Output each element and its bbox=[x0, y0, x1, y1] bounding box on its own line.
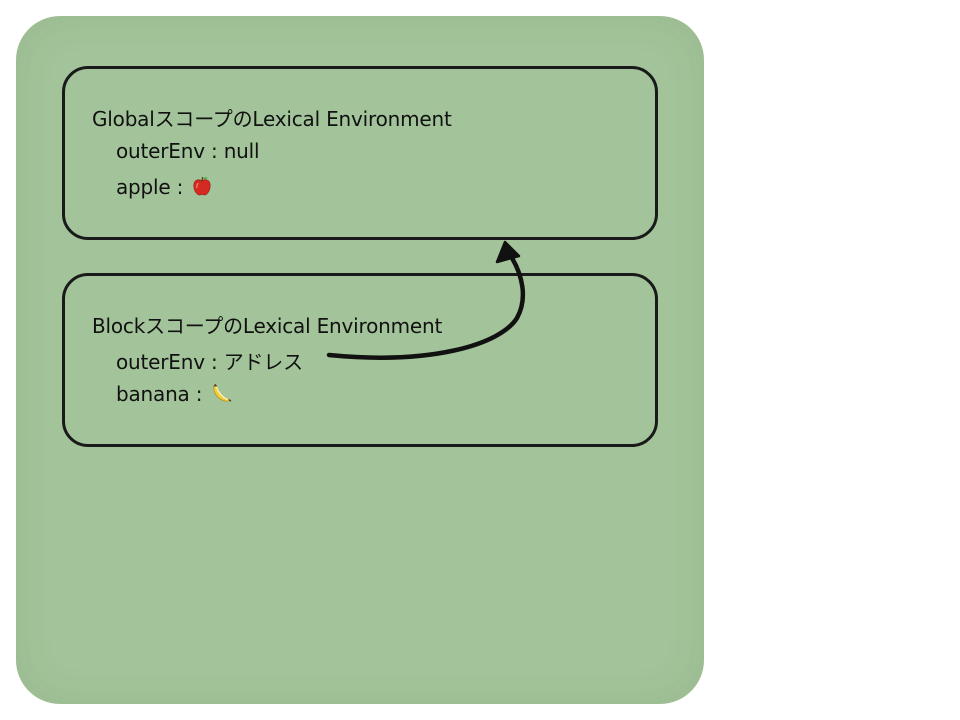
banana-icon bbox=[210, 382, 232, 409]
global-outer-env-row: outerEnv : null bbox=[116, 139, 260, 163]
banana-sep: : bbox=[189, 382, 209, 406]
apple-sep: : bbox=[170, 175, 190, 199]
block-lexical-environment-box: BlockスコープのLexical Environment outerEnv :… bbox=[62, 273, 658, 447]
apple-icon bbox=[191, 175, 213, 202]
apple-key: apple bbox=[116, 175, 171, 199]
block-outer-env-row: outerEnv : アドレス bbox=[116, 346, 303, 375]
global-outer-env-value: null bbox=[223, 139, 260, 163]
diagram-background bbox=[16, 16, 704, 704]
block-outer-env-sep: : bbox=[204, 350, 224, 374]
global-outer-env-sep: : bbox=[204, 139, 224, 163]
block-outer-env-value: アドレス bbox=[223, 350, 303, 374]
block-outer-env-key: outerEnv bbox=[116, 350, 205, 374]
global-apple-row: apple : bbox=[116, 175, 213, 202]
global-env-title: GlobalスコープのLexical Environment bbox=[92, 107, 452, 131]
block-banana-row: banana : bbox=[116, 382, 232, 409]
block-env-title: BlockスコープのLexical Environment bbox=[92, 314, 443, 338]
banana-key: banana bbox=[116, 382, 190, 406]
arrowhead bbox=[495, 240, 521, 264]
global-lexical-environment-box: GlobalスコープのLexical Environment outerEnv … bbox=[62, 66, 658, 240]
global-outer-env-key: outerEnv bbox=[116, 139, 205, 163]
arrow-shaft bbox=[326, 255, 526, 360]
